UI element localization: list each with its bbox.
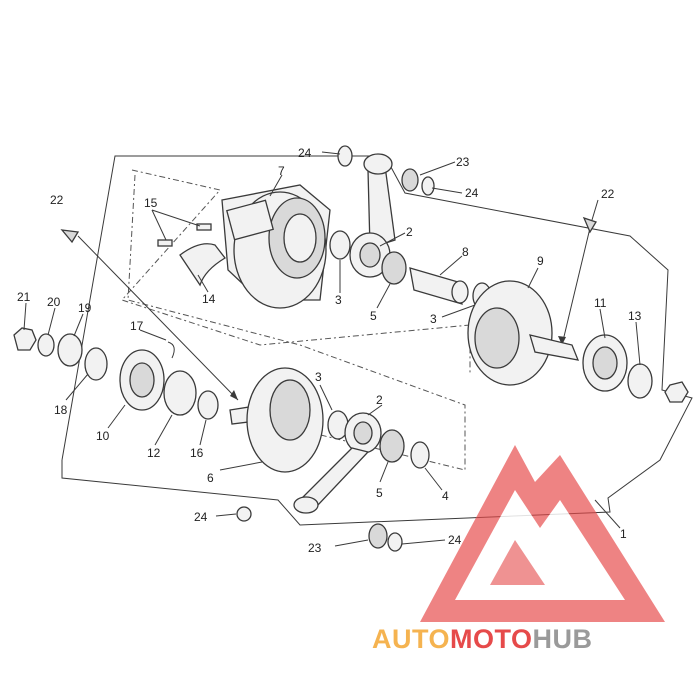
main-bearing-left: [119, 349, 165, 411]
circlip: [167, 341, 175, 359]
key-left: [60, 229, 80, 244]
label-15: 15: [144, 196, 158, 210]
nut-right: [664, 381, 689, 403]
label-24-upper-right: 24: [465, 186, 479, 200]
spacer: [197, 390, 219, 420]
label-23-lower: 23: [308, 541, 322, 555]
needle-bearing: [381, 251, 407, 285]
leader-lines: [23, 151, 641, 547]
label-2-upper: 2: [406, 225, 413, 239]
label-22-right: 22: [601, 187, 615, 201]
part-number-labels: 1 2 2 3 3 3 4 5 5 6 7 8 9 10 11 12 13 14…: [17, 146, 642, 555]
bracket: [179, 243, 226, 287]
oil-seal-left: [163, 370, 197, 416]
washer-top: [337, 145, 353, 167]
left-shaft-parts: [13, 327, 108, 381]
arrow-head: [230, 390, 238, 400]
label-24-lower-left: 24: [194, 510, 208, 524]
label-24-top: 24: [298, 146, 312, 160]
label-5-lower: 5: [376, 486, 383, 500]
label-24-lower-right: 24: [448, 533, 462, 547]
washer-4: [410, 441, 430, 469]
label-1: 1: [620, 527, 627, 541]
watermark-text-moto: MOTO: [450, 624, 533, 654]
label-9: 9: [537, 254, 544, 268]
watermark-logo: [420, 445, 665, 622]
leader-22-left: [77, 235, 239, 401]
main-bearing-right: [582, 334, 628, 392]
oil-seal-right: [627, 363, 653, 399]
label-13: 13: [628, 309, 642, 323]
label-23-upper: 23: [456, 155, 470, 169]
crank-pin: [409, 267, 469, 305]
screws: [157, 223, 212, 247]
label-22-left: 22: [50, 193, 64, 207]
label-18: 18: [54, 403, 68, 417]
label-2-lower: 2: [376, 393, 383, 407]
watermark-text: AUTOMOTOHUB: [372, 624, 593, 654]
label-3-mid: 3: [430, 312, 437, 326]
label-16: 16: [190, 446, 204, 460]
label-5-upper: 5: [370, 309, 377, 323]
small-end-bearing-lower: [368, 523, 403, 552]
label-6: 6: [207, 471, 214, 485]
watermark-text-hub: HUB: [533, 624, 593, 654]
assembly-outline: [61, 155, 693, 526]
label-21: 21: [17, 290, 31, 304]
label-14: 14: [202, 292, 216, 306]
key-right: [582, 216, 597, 234]
label-17: 17: [130, 319, 144, 333]
label-12: 12: [147, 446, 161, 460]
needle-bearing-lower: [379, 429, 405, 463]
thrust-washer: [329, 230, 351, 260]
crank-web-right: [467, 280, 580, 386]
small-end-bearing-top: [401, 168, 435, 196]
label-19: 19: [78, 301, 92, 315]
crank-web-upper: [221, 184, 331, 309]
label-3-lower: 3: [315, 370, 322, 384]
arrow-head: [558, 336, 566, 345]
label-11: 11: [594, 296, 607, 310]
leader-22-right: [561, 227, 591, 346]
watermark-text-auto: AUTO: [372, 624, 450, 654]
label-10: 10: [96, 429, 110, 443]
label-4: 4: [442, 489, 449, 503]
label-3-upper: 3: [335, 293, 342, 307]
label-20: 20: [47, 295, 61, 309]
crank-web-lower: [229, 367, 324, 473]
label-8: 8: [462, 245, 469, 259]
washer-lower-left: [236, 506, 252, 522]
connecting-rod-upper: [349, 153, 396, 278]
label-7: 7: [278, 164, 285, 178]
connecting-rod-lower: [293, 412, 382, 514]
